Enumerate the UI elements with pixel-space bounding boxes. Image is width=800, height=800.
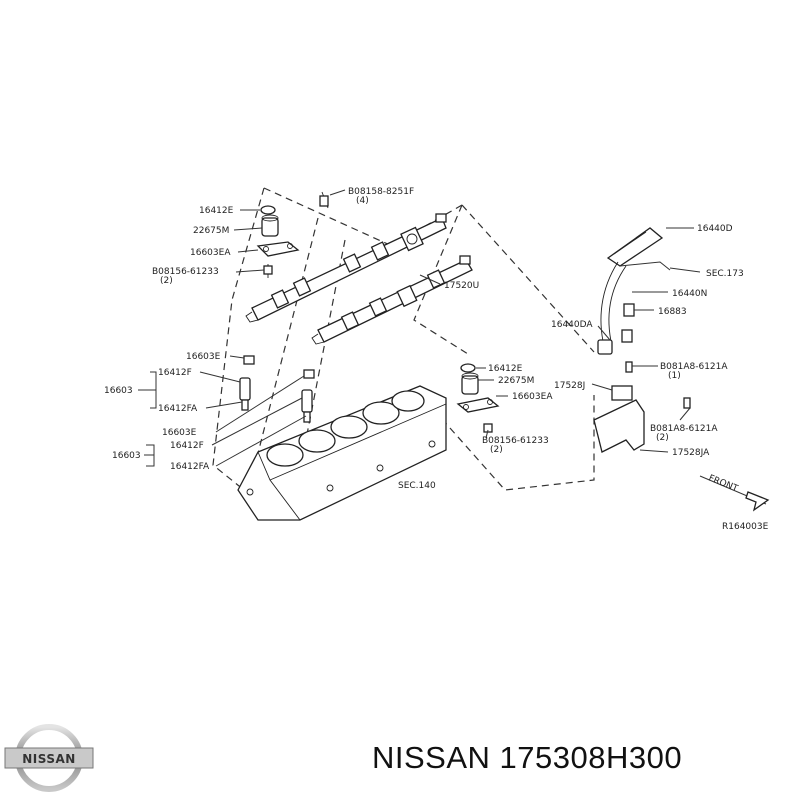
lower-fuel-rail	[311, 255, 473, 345]
label-16440n: 16440N	[672, 289, 707, 299]
caption-brand: NISSAN	[372, 740, 491, 775]
label-16883: 16883	[658, 307, 687, 317]
label-17528j: 17528J	[554, 381, 585, 391]
part-caption: NISSAN 175308H300	[372, 740, 682, 776]
logo-text: NISSAN	[22, 752, 76, 766]
label-16412e-mid: 16412E	[488, 364, 523, 374]
label-16412f-a: 16412F	[158, 368, 192, 378]
label-22675m-mid: 22675M	[498, 376, 534, 386]
label-17520u: 17520U	[444, 281, 479, 291]
injectors	[239, 355, 315, 423]
label-16603-b: 16603	[112, 451, 141, 461]
label-16603e-a: 16603E	[186, 352, 221, 362]
fuel-hose-assembly	[593, 227, 691, 453]
label-bolt-right1-qty: (1)	[668, 371, 681, 381]
label-reference-code: R164003E	[722, 522, 769, 532]
nissan-logo: NISSAN	[4, 724, 94, 792]
label-bolt-right2-qty: (2)	[656, 433, 669, 443]
label-16603ea-top: 16603EA	[190, 248, 231, 258]
label-16412fa-b: 16412FA	[170, 462, 210, 472]
label-bolt-lower: B08156-61233	[482, 436, 549, 446]
label-front: FRONT	[707, 474, 740, 495]
label-bolt-upper-qty: (2)	[160, 276, 173, 286]
label-bolt-right1: B081A8-6121A	[660, 362, 728, 372]
label-16412fa-a: 16412FA	[158, 404, 198, 414]
front-direction-arrow-icon	[745, 491, 770, 512]
part-labels: 16412E 22675M 16603EA B08156-61233 (2) B…	[104, 187, 769, 532]
label-sec173: SEC.173	[706, 269, 744, 279]
caption-part-number: 175308H300	[499, 740, 683, 775]
label-clip-top: B08158-8251F	[348, 187, 414, 197]
label-16603-a: 16603	[104, 386, 133, 396]
label-clip-top-qty: (4)	[356, 196, 369, 206]
damper-parts-upper	[256, 191, 329, 278]
label-bolt-upper: B08156-61233	[152, 267, 219, 277]
label-16412f-b: 16412F	[170, 441, 204, 451]
label-16603ea-mid: 16603EA	[512, 392, 553, 402]
intake-manifold	[237, 385, 447, 521]
label-22675m-top: 22675M	[193, 226, 229, 236]
label-17528ja: 17528JA	[672, 448, 710, 458]
label-16603e-b: 16603E	[162, 428, 197, 438]
label-16440d: 16440D	[697, 224, 733, 234]
label-16412e-top: 16412E	[199, 206, 234, 216]
label-bolt-right2: B081A8-6121A	[650, 424, 718, 434]
label-16440da: 16440DA	[551, 320, 593, 330]
label-sec140: SEC.140	[398, 481, 436, 491]
damper-parts-middle	[456, 363, 500, 433]
label-bolt-lower-qty: (2)	[490, 445, 503, 455]
upper-fuel-rail	[245, 213, 447, 323]
